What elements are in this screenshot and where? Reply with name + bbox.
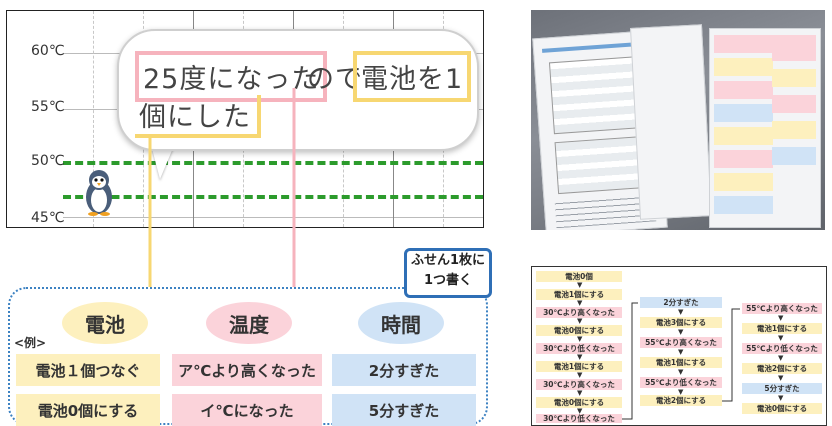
temperature-card: イ℃になった: [172, 394, 322, 426]
photo-sticky-note: [714, 35, 773, 53]
flow-step: 電池3個にする: [640, 317, 722, 328]
grid-vline: [93, 11, 94, 227]
photo-sticky-notes: [772, 35, 816, 173]
temperature-graph-panel: 60℃ 55℃ 50℃ 45℃ 25度になった ので 電池を1 個にした: [6, 10, 484, 228]
flow-step: 電池0個にする: [536, 397, 622, 408]
y-label: 60℃: [31, 43, 65, 59]
flow-step: 55℃より低くなった: [640, 377, 722, 388]
photo-sticky-note: [772, 121, 816, 139]
flow-step: 電池0個にする: [742, 403, 822, 414]
y-label: 45℃: [31, 210, 65, 226]
flow-step: 電池1個にする: [536, 289, 622, 300]
flow-step: 55℃より低くなった: [742, 343, 822, 354]
photo-sticky-note: [714, 173, 773, 191]
speech-bubble: [117, 29, 479, 151]
temperature-card: ア℃より高くなった: [172, 354, 322, 386]
photo-sticky-note: [714, 104, 773, 122]
grid-line-45: [63, 217, 483, 218]
photo-sticky-note: [772, 147, 816, 165]
penguin-icon: [86, 170, 112, 216]
highlight-battery-continued: 個にした: [135, 95, 261, 138]
time-card: 2分すぎた: [332, 354, 476, 386]
category-head-temperature: 温度: [206, 302, 292, 344]
flow-step: 2分すぎた: [640, 297, 722, 308]
bubble-connector-text: ので: [307, 64, 363, 95]
flow-step: 55℃より高くなった: [640, 337, 722, 348]
flow-step: 30℃より低くなった: [536, 343, 622, 354]
photo-sticky-note: [772, 35, 816, 61]
sticky-note-callout: ふせん1枚に 1つ書く: [404, 248, 492, 298]
flow-step: 電池1個にする: [742, 323, 822, 334]
category-head-time: 時間: [358, 302, 444, 344]
battery-card: 電池0個にする: [16, 394, 160, 426]
y-label: 55℃: [31, 99, 65, 115]
flow-step: 30℃より高くなった: [536, 379, 622, 390]
example-label: <例>: [14, 336, 47, 350]
flow-step: 電池2個にする: [640, 395, 722, 406]
category-head-battery: 電池: [62, 302, 148, 344]
photo-sticky-note: [714, 58, 773, 76]
algorithm-flowchart: 電池0個 ▼ 電池1個にする ▼ 30℃より高くなった ▼ 電池0個にする ▼ …: [531, 266, 827, 426]
photo-sticky-note: [772, 69, 816, 87]
threshold-line-47: [63, 195, 483, 199]
flow-connectors: [622, 302, 740, 420]
flow-step: 電池2個にする: [742, 363, 822, 374]
flow-step: 5分すぎた: [742, 383, 822, 394]
photo-sticky-notes: [714, 35, 814, 219]
flow-step: 電池0個にする: [536, 325, 622, 336]
y-label: 50℃: [31, 153, 65, 169]
photo-sticky-note: [714, 150, 773, 168]
flow-step: 30℃より低くなった: [536, 414, 622, 423]
time-card: 5分すぎた: [332, 394, 476, 426]
photo-sticky-note: [772, 95, 816, 113]
flow-step: 電池0個: [536, 271, 622, 282]
classroom-worksheet-photo: [531, 10, 825, 230]
flow-step: 電池1個にする: [640, 357, 722, 368]
highlight-battery: 電池を1: [353, 51, 472, 102]
callout-line: 1つ書く: [423, 273, 473, 288]
flow-step: 55℃より高くなった: [742, 303, 822, 314]
worksheet-sheet: [630, 24, 712, 220]
flow-step: 電池1個にする: [536, 361, 622, 372]
flow-step: 30℃より高くなった: [536, 307, 622, 318]
highlight-temperature: 25度になった: [135, 51, 328, 102]
battery-card: 電池１個つなぐ: [16, 354, 160, 386]
photo-sticky-note: [714, 127, 773, 145]
photo-sticky-note: [714, 81, 773, 99]
sticky-note-board: [709, 28, 821, 228]
callout-line: ふせん1枚に: [410, 253, 486, 268]
photo-sticky-note: [714, 196, 773, 214]
threshold-line-50: [63, 161, 483, 165]
